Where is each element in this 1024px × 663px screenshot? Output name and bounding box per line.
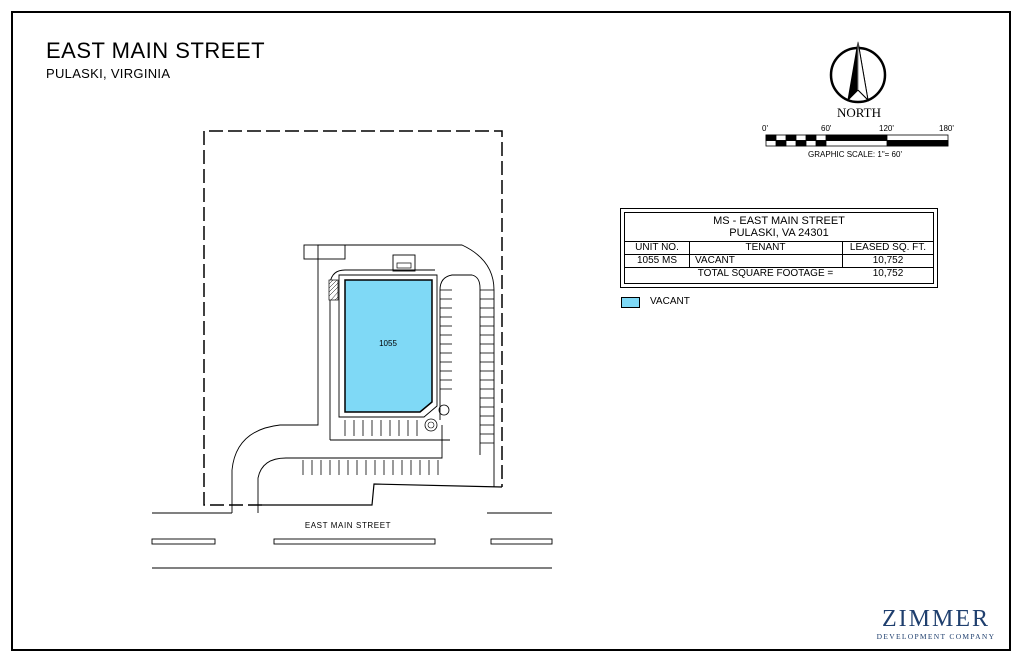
legend-label-vacant: VACANT: [650, 296, 690, 307]
total-label: TOTAL SQUARE FOOTAGE =: [697, 268, 834, 279]
column-header: UNIT NO.: [635, 242, 679, 253]
north-label: NORTH: [837, 105, 881, 120]
parking-stalls-east-inner: [440, 289, 452, 390]
parking-stalls-bottom: [302, 460, 439, 475]
table-row: 1055 MS VACANT 10,752: [625, 254, 933, 267]
building-unit-1055: [344, 279, 433, 413]
scale-tick-0: 0': [762, 124, 768, 133]
property-boundary: [203, 130, 503, 506]
parking-stalls-south: [344, 420, 418, 436]
table-total-row: TOTAL SQUARE FOOTAGE = 10,752: [625, 267, 933, 281]
tenant-cell: VACANT: [695, 255, 735, 266]
table-title: MS - EAST MAIN STREET: [713, 215, 845, 227]
parking-stalls-east-outer: [480, 289, 494, 444]
scale-bar: [765, 134, 949, 147]
logo-tagline: DEVELOPMENT COMPANY: [876, 632, 996, 641]
pole-marker: [424, 418, 438, 432]
site-pad: [303, 244, 346, 260]
unit-label: 1055: [379, 339, 397, 348]
sqft-cell: 10,752: [872, 255, 904, 266]
unit-cell: 1055 MS: [636, 255, 678, 266]
road: [151, 512, 553, 569]
scale-caption: GRAPHIC SCALE: 1"= 60': [808, 150, 902, 159]
scale-tick-60: 60': [821, 124, 832, 133]
loading-dock: [392, 254, 416, 272]
page-title: EAST MAIN STREET: [46, 38, 266, 63]
table-subtitle: PULASKI, VA 24301: [729, 227, 829, 239]
tenant-table: MS - EAST MAIN STREET PULASKI, VA 24301 …: [620, 208, 938, 288]
legend-swatch-vacant: [621, 297, 640, 308]
table-header-row: UNIT NO. TENANT LEASED SQ. FT.: [625, 241, 933, 254]
logo-name: ZIMMER: [882, 606, 990, 632]
pole-marker: [438, 404, 450, 416]
scale-tick-180: 180': [939, 124, 954, 133]
property-boundary-south: [262, 483, 503, 506]
total-value: 10,752: [872, 268, 904, 279]
north-arrow-icon: [829, 41, 887, 104]
stair-hatch: [328, 279, 339, 301]
drawing-frame: [11, 11, 1011, 651]
parking-lot-outline: [231, 244, 495, 513]
street-label: EAST MAIN STREET: [304, 521, 392, 530]
column-header: LEASED SQ. FT.: [849, 242, 927, 253]
scale-tick-120: 120': [879, 124, 894, 133]
company-logo: ZIMMER DEVELOPMENT COMPANY: [868, 607, 1004, 641]
column-header: TENANT: [745, 242, 786, 253]
page-subtitle: PULASKI, VIRGINIA: [46, 66, 171, 81]
